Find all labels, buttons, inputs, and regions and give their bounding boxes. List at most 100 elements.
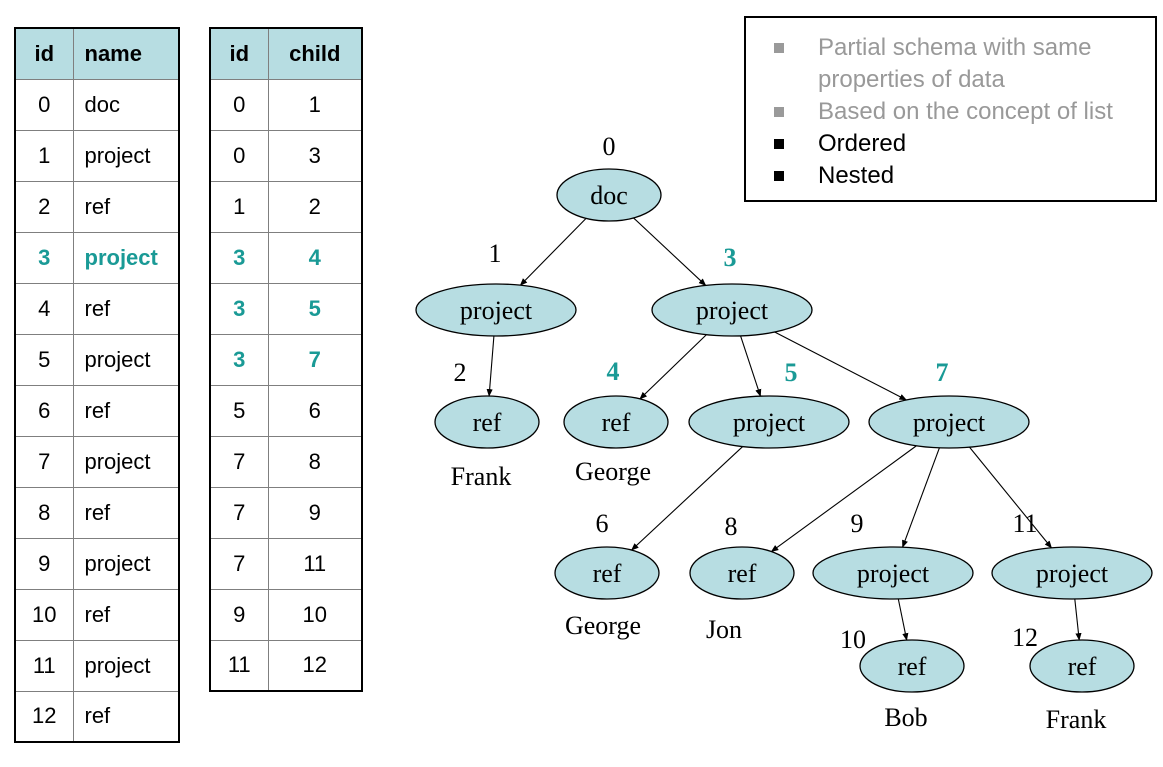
legend-text: Based on the concept of list	[818, 98, 1113, 125]
tree-node-7: project	[868, 395, 1030, 449]
legend-text: Nested	[818, 162, 895, 189]
tree-node-11: project	[991, 546, 1153, 600]
node-ellipse	[415, 283, 577, 337]
cell-id: 0	[14, 78, 74, 131]
cell-id: 11	[209, 639, 269, 692]
node-ellipse	[859, 639, 965, 693]
square-bullet-icon	[774, 107, 784, 117]
tree-edge-11-12	[1074, 598, 1082, 641]
cell-id: 1	[14, 129, 74, 182]
tree-node-1: project	[415, 283, 577, 337]
cell-id: 6	[14, 384, 74, 437]
tree-node-9: project	[812, 546, 974, 600]
cell-child: 9	[267, 486, 363, 539]
node-ellipse	[434, 395, 540, 449]
legend-box: Partial schema with same properties of da…	[744, 16, 1157, 202]
node-id-label: 12	[1012, 623, 1038, 652]
square-bullet-icon	[774, 43, 784, 53]
cell-name: ref	[72, 486, 180, 539]
node-value-label: Bob	[884, 703, 927, 732]
node-id-label: 1	[489, 239, 502, 268]
tree-edge-5-6	[631, 446, 744, 551]
square-bullet-icon	[774, 139, 784, 149]
tree-node-3: project	[651, 283, 813, 337]
node-ellipse	[812, 546, 974, 600]
node-label: ref	[593, 559, 622, 588]
node-value-label: Frank	[451, 462, 512, 491]
node-ellipse	[689, 546, 795, 600]
tree-edge-3-7	[774, 331, 908, 401]
node-id-label: 11	[1012, 509, 1037, 538]
column-header-child: child	[267, 27, 363, 80]
node-label: ref	[1068, 652, 1097, 681]
column-header-name: name	[72, 27, 180, 80]
tree-edge-9-10	[897, 598, 909, 641]
node-label: project	[1036, 559, 1109, 588]
cell-id: 3	[209, 282, 269, 335]
tree-node-0: doc	[556, 168, 662, 222]
cell-name: project	[72, 537, 180, 590]
node-id-label: 3	[724, 243, 737, 272]
node-id-label: 8	[725, 512, 738, 541]
cell-child: 11	[267, 537, 363, 590]
legend-item: Partial schema with same	[770, 32, 1155, 64]
cell-id: 0	[209, 129, 269, 182]
node-id-label: 4	[607, 357, 620, 386]
cell-name: ref	[72, 384, 180, 437]
cell-id: 5	[14, 333, 74, 386]
cell-name: ref	[72, 588, 180, 641]
cell-child: 3	[267, 129, 363, 182]
tree-node-6: ref	[554, 546, 660, 600]
node-ellipse	[991, 546, 1153, 600]
cell-id: 2	[14, 180, 74, 233]
cell-id: 0	[209, 78, 269, 131]
cell-id: 7	[209, 435, 269, 488]
tree-edge-7-9	[902, 447, 940, 548]
tree-edge-7-8	[770, 445, 917, 553]
tree-edge-3-4	[639, 334, 707, 400]
tree-edge-0-1	[519, 217, 587, 286]
node-ellipse	[554, 546, 660, 600]
node-id-label: 7	[936, 358, 949, 387]
node-id-label: 2	[454, 358, 467, 387]
node-value-label: George	[575, 457, 651, 486]
cell-id: 7	[14, 435, 74, 488]
tree-edge-1-2	[486, 335, 495, 397]
cell-id: 9	[209, 588, 269, 641]
node-ellipse	[1029, 639, 1135, 693]
tree-nodes: doc0project1project3ref2Frankref4Georgep…	[415, 132, 1153, 734]
node-label: ref	[898, 652, 927, 681]
node-label: ref	[473, 408, 502, 437]
cell-name: ref	[72, 180, 180, 233]
cell-child: 12	[267, 639, 363, 692]
tree-edge-7-11	[969, 446, 1053, 549]
node-value-label: Jon	[706, 615, 742, 644]
node-id-label: 5	[785, 358, 798, 387]
node-ellipse	[563, 395, 669, 449]
cell-name: project	[72, 435, 180, 488]
node-id-label: 0	[603, 132, 616, 161]
cell-name: doc	[72, 78, 180, 131]
cell-child: 8	[267, 435, 363, 488]
node-label: project	[857, 559, 930, 588]
legend-text: Partial schema with same	[818, 34, 1092, 61]
cell-id: 7	[209, 486, 269, 539]
tree-node-8: ref	[689, 546, 795, 600]
legend-text: Ordered	[818, 130, 907, 157]
legend-list: Partial schema with same properties of da…	[770, 32, 1155, 192]
legend-text: properties of data	[818, 66, 1005, 93]
